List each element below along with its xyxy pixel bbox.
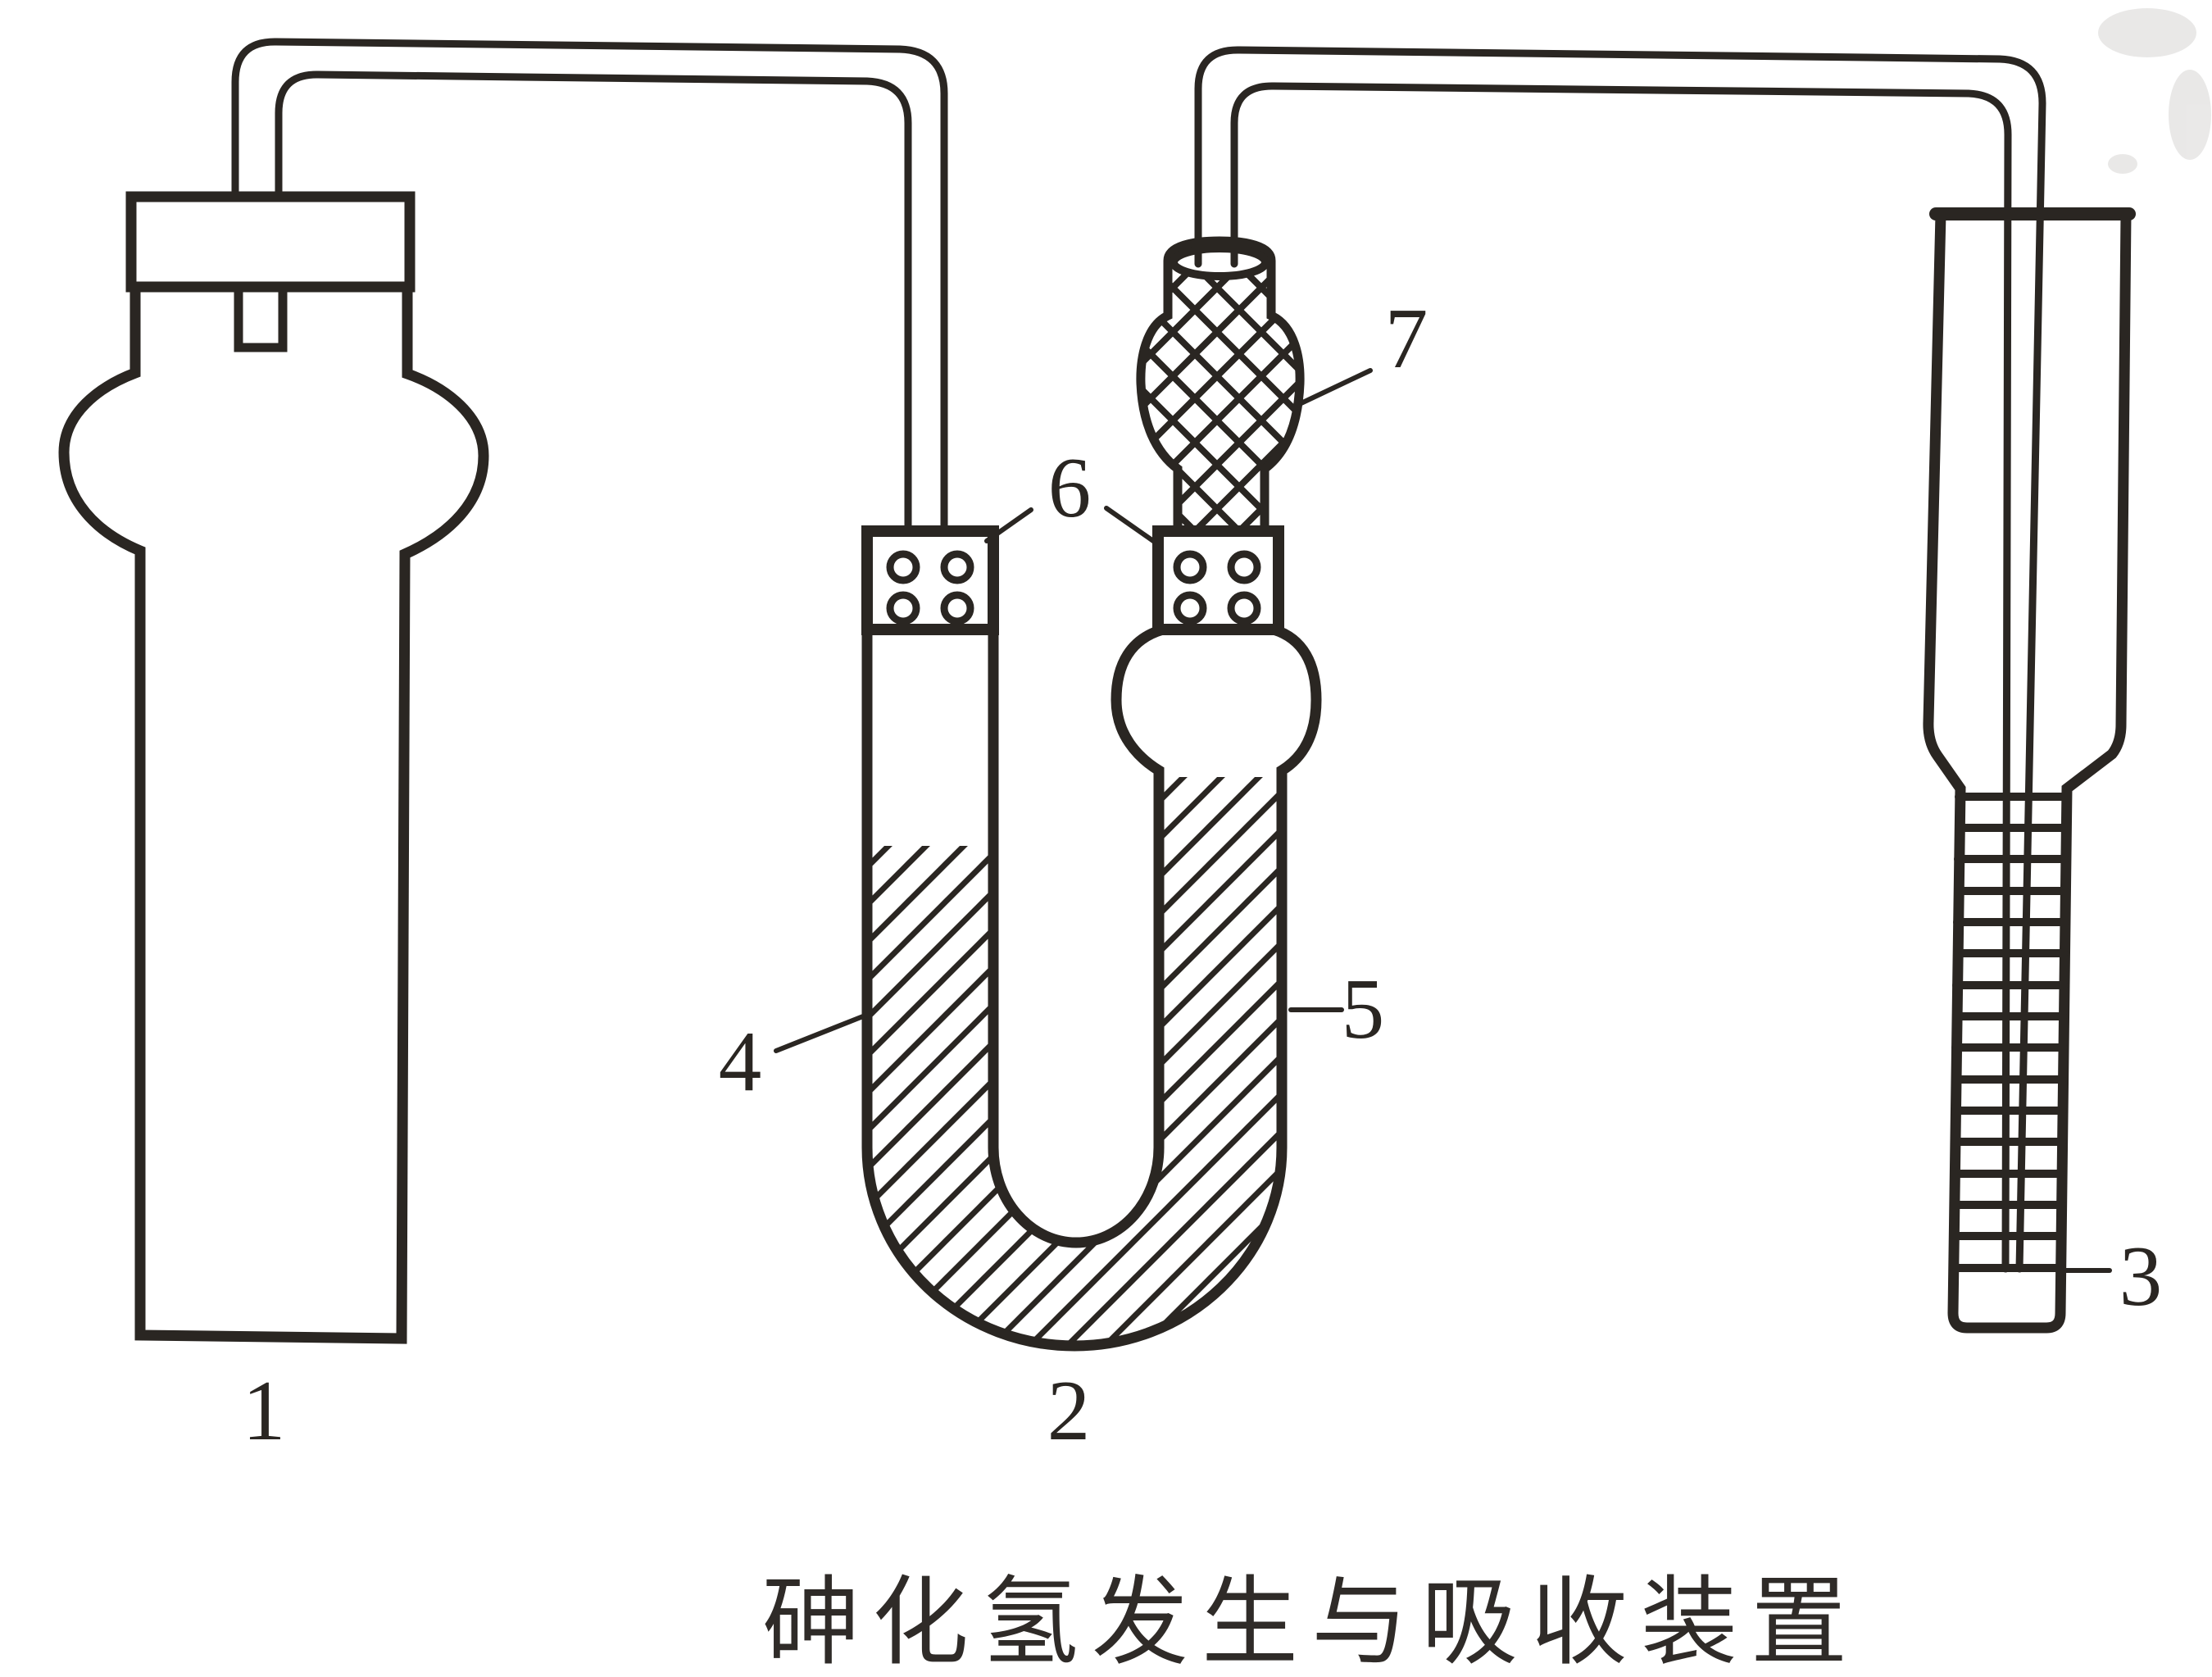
leader-line-7: [1290, 368, 1373, 410]
stopper-hole-icon: [940, 591, 974, 625]
stopper-right: [1152, 525, 1284, 635]
scrubber-bulb: [1136, 236, 1305, 536]
diagram-caption: 砷化氢发生与吸收装置: [762, 1570, 1860, 1677]
leader-line-6a: [984, 507, 1033, 543]
label-7: 7: [1385, 290, 1428, 386]
stopper-hole-icon: [940, 550, 974, 584]
absorption-tube: [1923, 207, 2136, 1334]
flask-cap: [125, 191, 416, 293]
stopper-hole-icon: [1227, 550, 1261, 584]
u-tube-outer-wall: [861, 525, 1322, 1352]
label-1: 1: [243, 1362, 286, 1458]
leader-line-6b: [1104, 506, 1158, 545]
connecting-tube-right: [1194, 46, 2046, 1273]
stopper-hole-icon: [886, 591, 920, 625]
leader-line-4: [774, 1012, 870, 1053]
leader-lines: [774, 368, 2112, 1273]
stopper-left: [861, 525, 999, 635]
stopper-hole-icon: [886, 550, 920, 584]
absorber-body: [1923, 208, 2132, 1334]
absorber-plates: [1950, 793, 2069, 1272]
label-3: 3: [2119, 1228, 2163, 1324]
generator-flask: [58, 191, 489, 1344]
label-4: 4: [719, 1013, 762, 1109]
u-tube-packing-hatch: [867, 777, 1282, 1346]
label-6: 6: [1048, 439, 1092, 535]
stopper-hole-icon: [1173, 591, 1207, 625]
label-5: 5: [1342, 961, 1385, 1057]
stopper-hole-icon: [1173, 550, 1207, 584]
label-2: 2: [1047, 1362, 1091, 1458]
flask-inlet-stub: [234, 284, 288, 352]
u-tube-inner-wall: [988, 525, 1169, 1248]
stopper-hole-icon: [1227, 591, 1261, 625]
scrubber-bulb-opening: [1170, 244, 1270, 280]
flask-body: [58, 281, 489, 1344]
paper-noise: [2098, 8, 2211, 174]
connecting-tube-left: [231, 38, 948, 535]
